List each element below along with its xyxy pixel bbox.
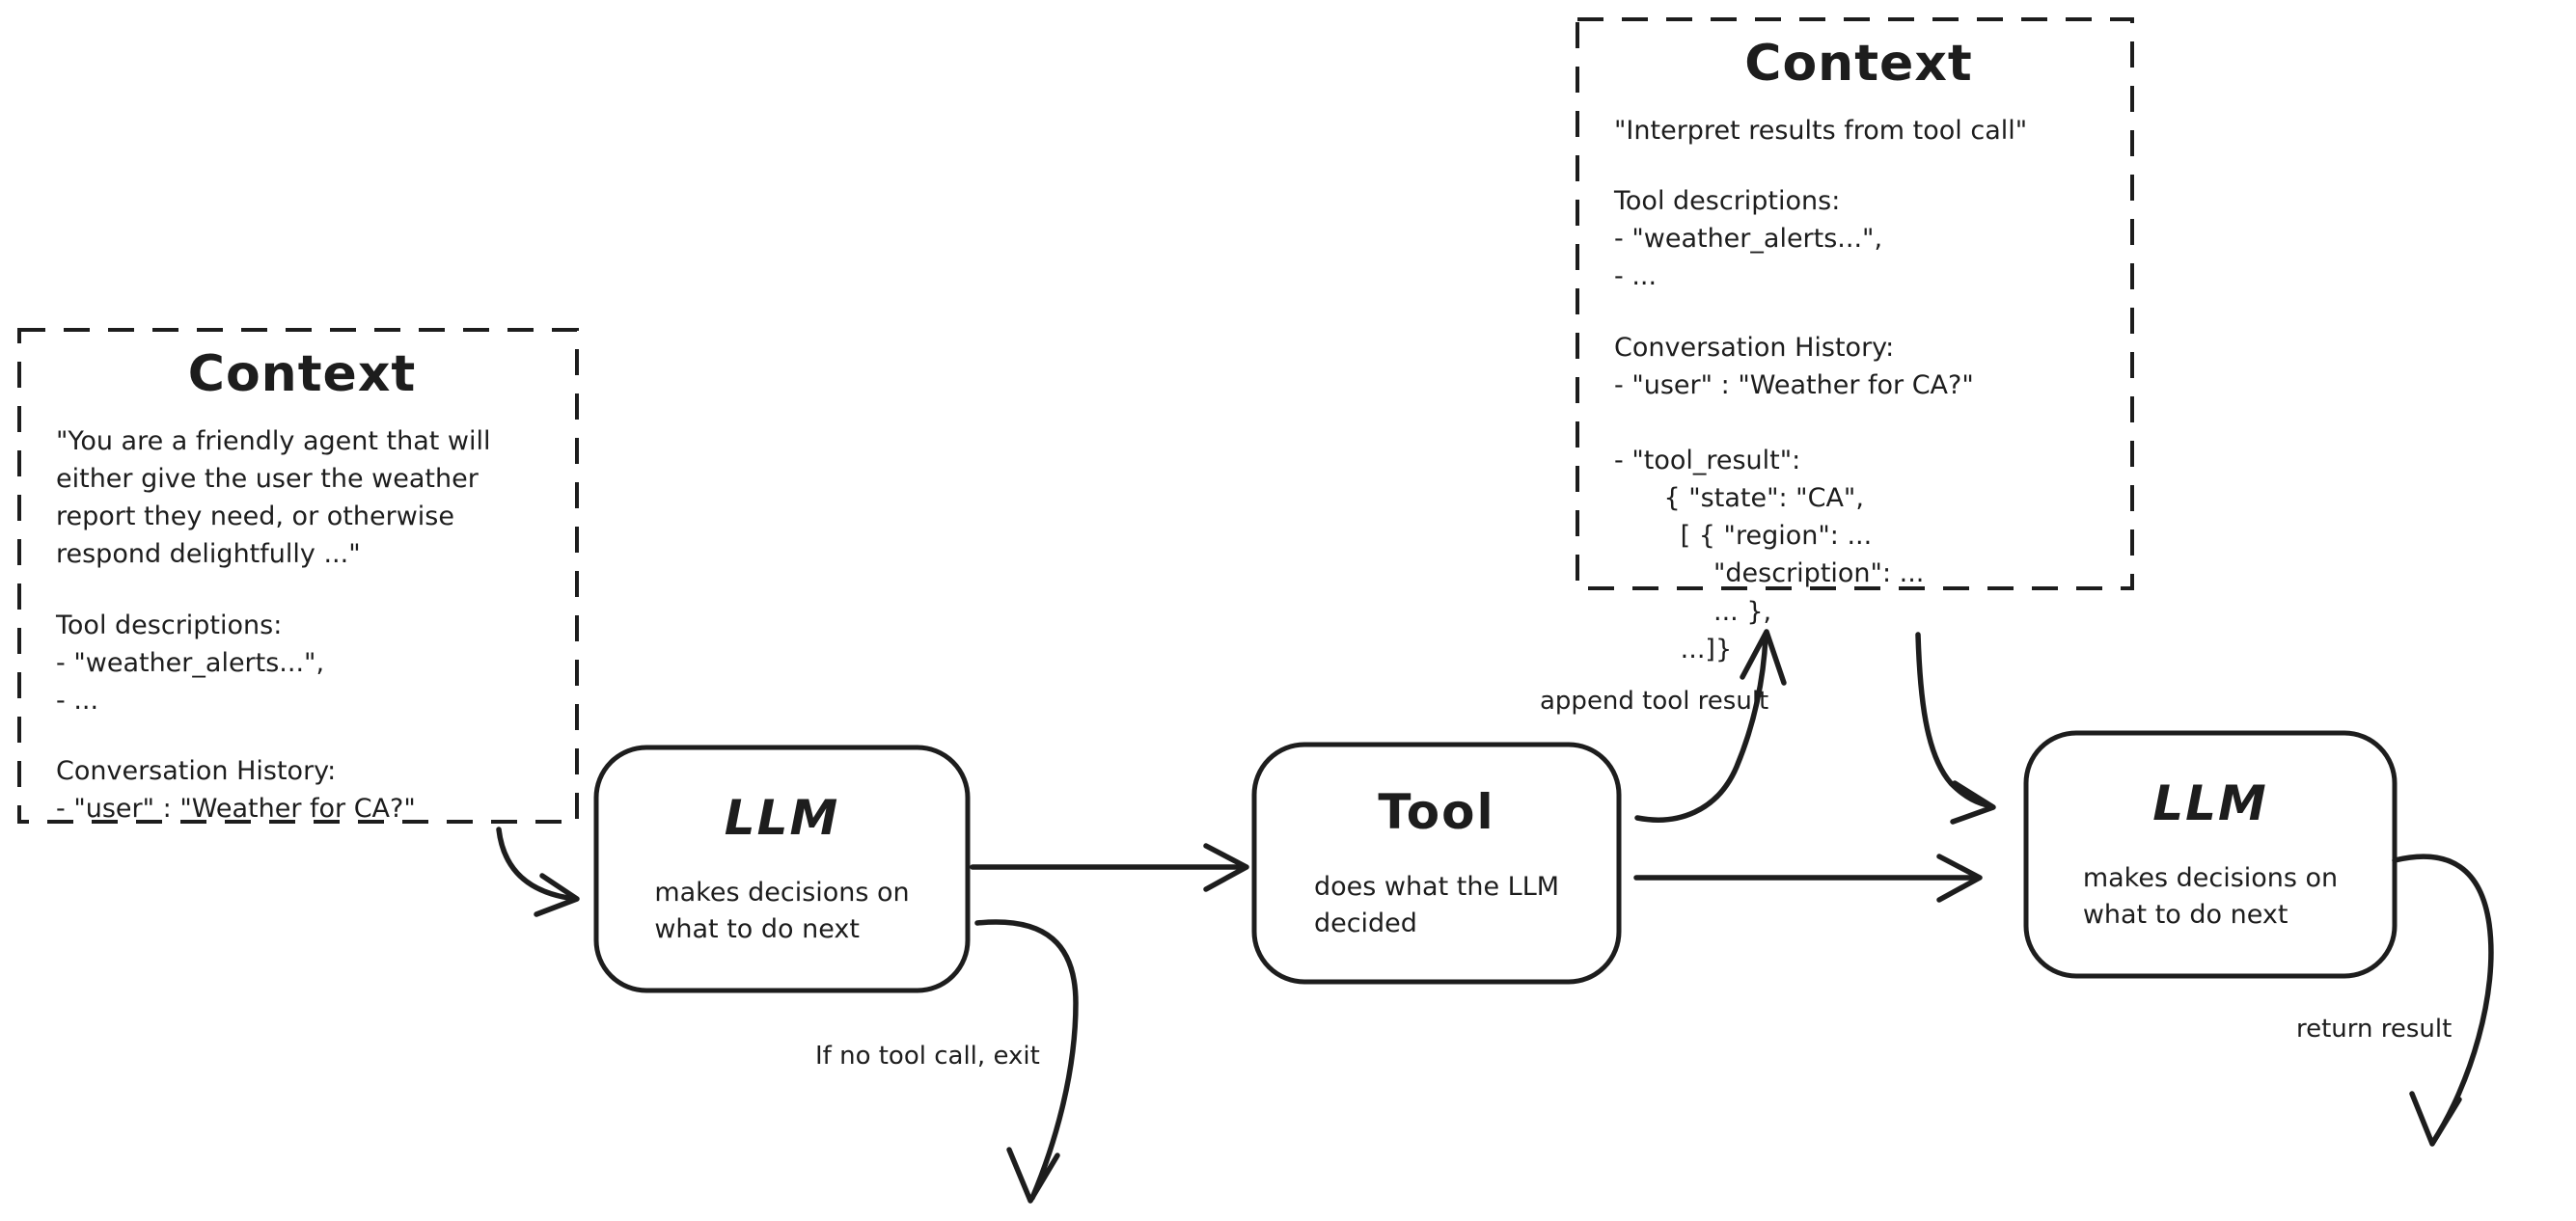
arrow-llm1-exit [974, 919, 1079, 1204]
context-top-conversation-history: Conversation History: - "user" : "Weathe… [1614, 332, 1974, 665]
llm1-description: makes decisions on what to do next [654, 877, 910, 944]
arrow-tool-to-llm2 [1633, 854, 1983, 903]
context-left-tool-descriptions: Tool descriptions: - "weather_alerts..."… [56, 610, 325, 716]
llm-node-1: LLM makes decisions on what to do next [596, 747, 968, 990]
arrow-llm2-return [2392, 854, 2494, 1147]
llm-node-2: LLM makes decisions on what to do next [2026, 733, 2395, 976]
context-left-system-prompt: "You are a friendly agent that will eith… [56, 426, 491, 570]
label-return-result: return result [2296, 1015, 2453, 1044]
context-top-tool-descriptions: Tool descriptions: - "weather_alerts..."… [1614, 186, 1883, 292]
context-box-top: Context "Interpret results from tool cal… [1577, 19, 2132, 665]
arrow-context-top-to-llm2 [1915, 632, 1996, 825]
tool-title: Tool [1378, 783, 1495, 840]
label-if-no-tool-call-exit: If no tool call, exit [815, 1042, 1040, 1071]
tool-box-shape [1251, 742, 1622, 985]
context-left-conversation-history: Conversation History: - "user" : "Weathe… [56, 755, 416, 825]
arrow-llm1-to-tool [970, 843, 1249, 892]
label-append-tool-result: append tool result [1540, 687, 1769, 716]
llm2-description: makes decisions on what to do next [2082, 862, 2339, 930]
context-top-border [1576, 17, 2134, 590]
llm2-box-shape [2023, 730, 2398, 979]
arrow-context-left-to-llm1 [496, 827, 580, 917]
context-left-border [17, 328, 579, 824]
context-left-title: Context [187, 345, 417, 403]
context-box-left: Context "You are a friendly agent that w… [19, 330, 577, 824]
llm1-title: LLM [724, 789, 840, 846]
llm1-box-shape [593, 745, 971, 993]
tool-node: Tool does what the LLM decided [1254, 745, 1619, 982]
context-top-system-prompt: "Interpret results from tool call" [1614, 116, 2028, 146]
arrow-tool-to-context-top [1634, 629, 1787, 823]
llm2-title: LLM [2152, 774, 2268, 831]
tool-description: does what the LLM decided [1313, 871, 1560, 938]
context-top-title: Context [1744, 35, 1973, 93]
